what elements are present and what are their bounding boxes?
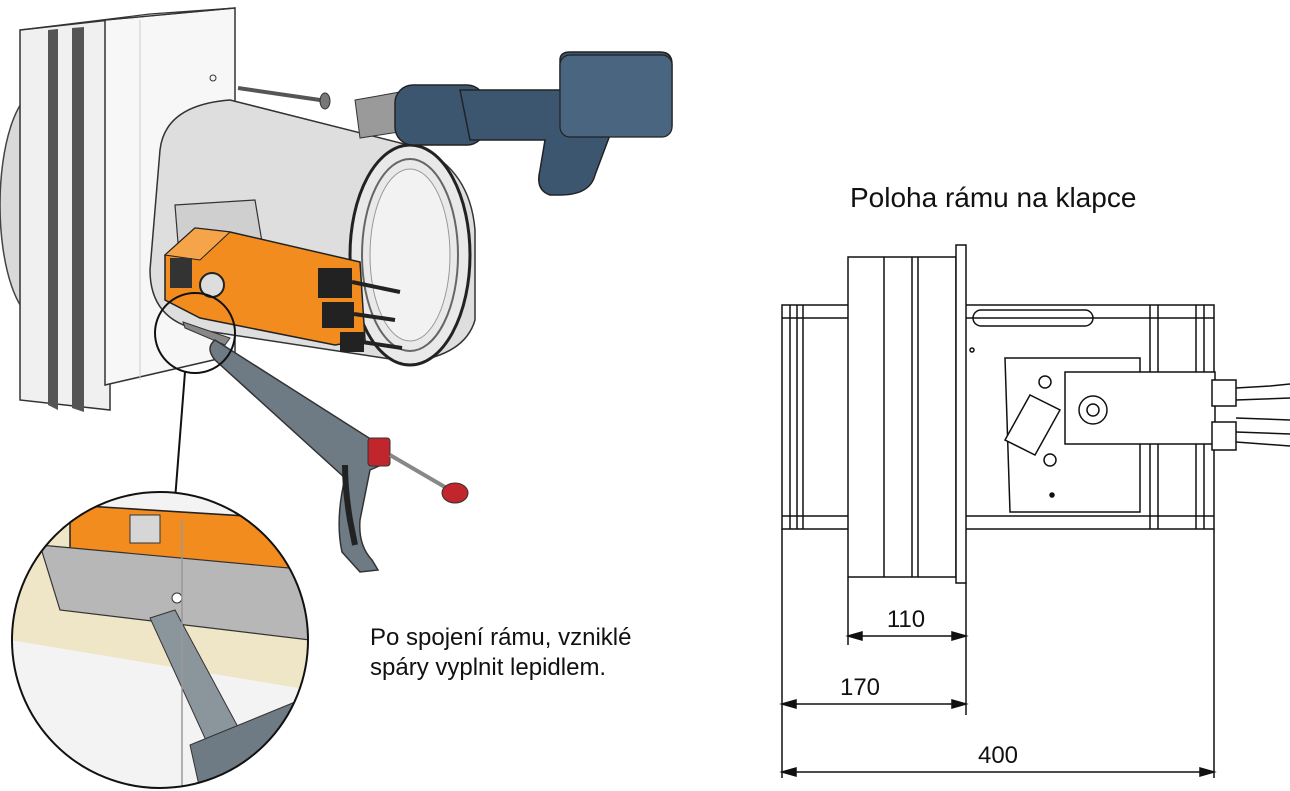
instruction-note: Po spojení rámu, vzniklé spáry vyplnit l… (370, 623, 631, 683)
dim-400-text: 400 (978, 742, 1018, 769)
drawing-caption: Poloha rámu na klapce (850, 182, 1137, 213)
sealant-gun (182, 321, 469, 573)
detail-circle-outline (11, 491, 309, 789)
drill (354, 51, 673, 196)
wall-stripe-2 (72, 27, 84, 412)
callout-small-circle (154, 292, 236, 374)
dim-110-text: 110 (887, 606, 925, 633)
instruction-note-line-1: Po spojení rámu, vzniklé (370, 624, 632, 651)
screw (237, 86, 331, 110)
dim-170-text: 170 (840, 674, 880, 701)
mounting-frame (847, 256, 957, 578)
actuator-drawing (1064, 371, 1216, 445)
actuator-plate (1004, 357, 1141, 513)
callout-leader (174, 371, 186, 501)
actuator (163, 227, 403, 352)
technical-drawing (779, 244, 1290, 778)
wall-stripe-1 (48, 29, 58, 410)
instruction-note-line-2: spáry vyplnit lepidlem. (370, 654, 607, 681)
wall-top-edge (19, 7, 236, 31)
wall-panel (19, 19, 111, 411)
